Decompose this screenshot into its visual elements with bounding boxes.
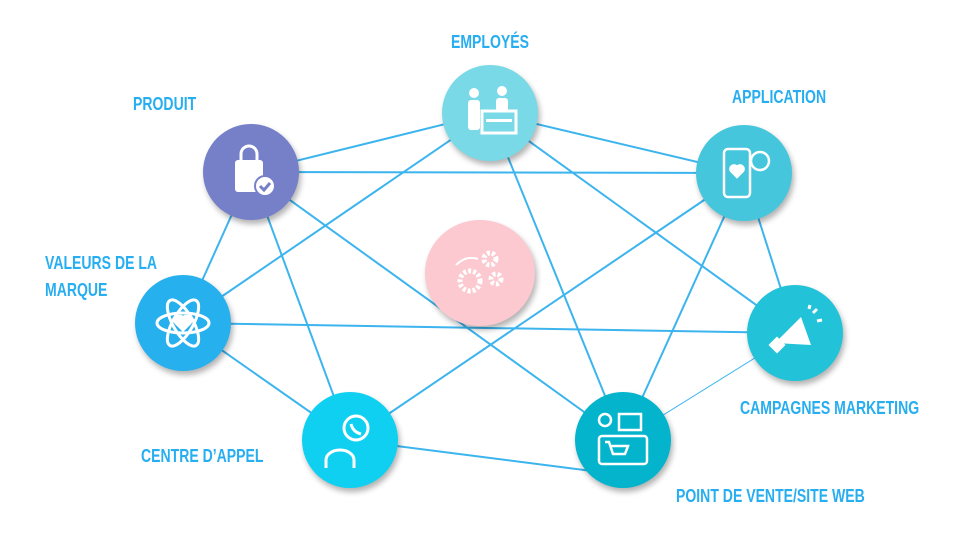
edge: [349, 172, 745, 441]
edge: [489, 112, 624, 441]
label-employes: EMPLOYÉS: [451, 32, 530, 52]
node-employes: [442, 65, 538, 161]
call-agent-icon: [324, 414, 370, 468]
label-valeurs-line1: VALEURS DE LA: [45, 253, 158, 273]
label-valeurs-line2: MARQUE: [45, 280, 108, 300]
mobile-app-icon: [722, 147, 771, 199]
node-center-gears: [425, 220, 535, 326]
megaphone-icon: [768, 304, 823, 354]
store-cart-icon: [597, 412, 649, 466]
gears-icon: [455, 250, 504, 294]
edge: [250, 171, 745, 174]
node-application: [696, 125, 792, 221]
employees-icon: [468, 86, 518, 135]
node-campagnes: [747, 285, 843, 381]
node-valeurs: [135, 275, 231, 371]
edge: [182, 322, 796, 334]
edge: [489, 112, 796, 334]
edge: [182, 112, 491, 324]
node-produit: [203, 124, 299, 220]
node-vente: [575, 392, 671, 488]
label-produit: PRODUIT: [133, 94, 197, 114]
label-campagnes: CAMPAGNES MARKETING: [740, 398, 920, 418]
shopping-bag-check-icon: [235, 144, 276, 197]
label-vente: POINT DE VENTE/SITE WEB: [676, 486, 865, 506]
node-appel: [302, 392, 398, 488]
label-application: APPLICATION: [732, 87, 827, 107]
label-appel: CENTRE D’APPEL: [141, 446, 264, 466]
atom-heart-icon: [155, 298, 211, 348]
